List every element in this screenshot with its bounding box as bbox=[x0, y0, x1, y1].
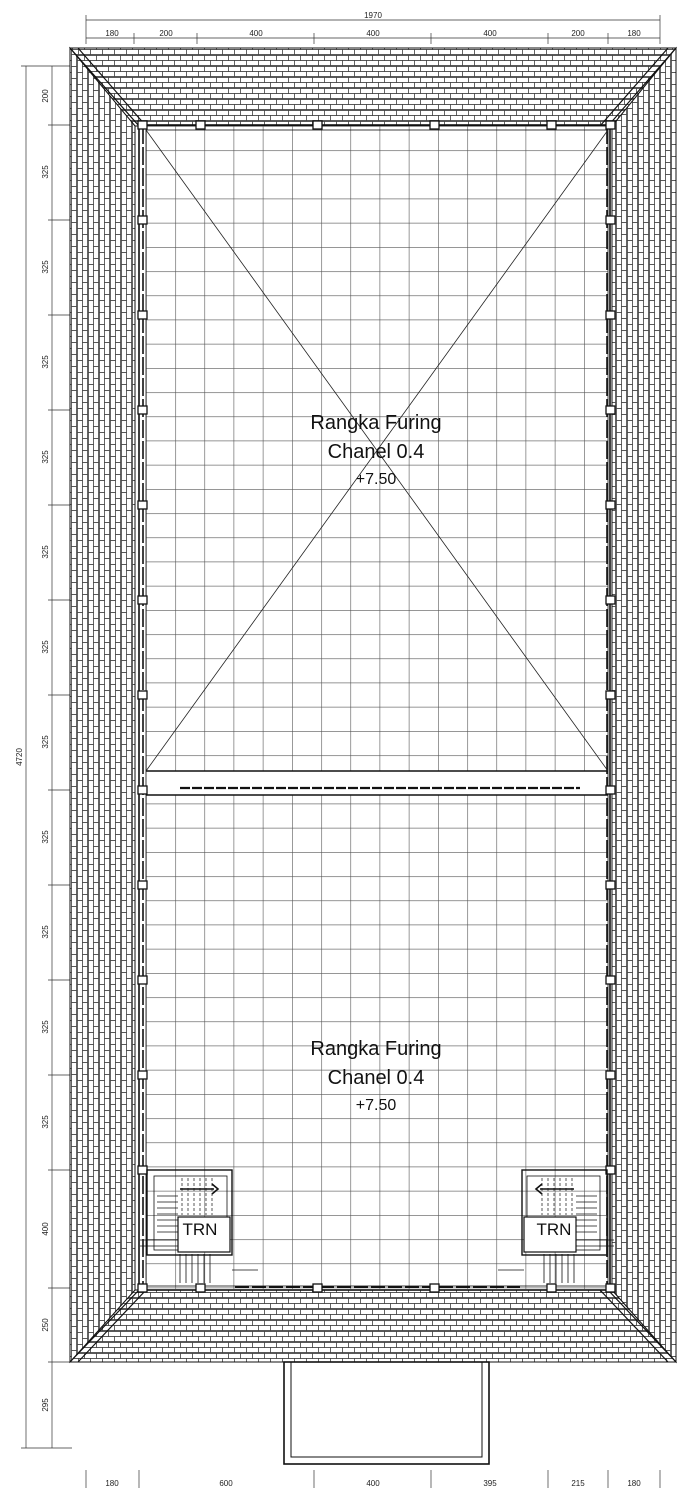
room-upper-elevation: +7.50 bbox=[356, 471, 397, 488]
roof-bottom-slope bbox=[68, 1289, 678, 1363]
columns bbox=[137, 120, 616, 1293]
top-dimension-chain bbox=[85, 15, 661, 44]
roof-tiles bbox=[68, 46, 678, 1364]
left-dim-3: 325 bbox=[41, 260, 50, 274]
bottom-dim-5: 215 bbox=[571, 1479, 585, 1488]
left-dim-4: 325 bbox=[41, 355, 50, 369]
left-dim-8: 325 bbox=[41, 735, 50, 749]
stair-left bbox=[140, 1169, 233, 1283]
ceiling-grid-lower bbox=[146, 795, 608, 1289]
left-dim-14: 250 bbox=[41, 1318, 50, 1332]
left-dim-1: 200 bbox=[41, 89, 50, 103]
top-dim-3: 400 bbox=[249, 29, 263, 38]
stair-right-label: TRN bbox=[537, 1220, 572, 1239]
bottom-dim-1: 180 bbox=[105, 1479, 119, 1488]
room-upper-material: Chanel 0.4 bbox=[328, 441, 425, 463]
top-overall-dimension: 1970 bbox=[364, 11, 382, 20]
roof-top-slope bbox=[68, 47, 678, 127]
left-dim-9: 325 bbox=[41, 830, 50, 844]
bottom-dim-3: 400 bbox=[366, 1479, 380, 1488]
top-dimension-labels: 180 200 400 400 400 200 180 bbox=[105, 29, 641, 38]
room-lower-elevation: +7.50 bbox=[356, 1097, 397, 1114]
top-dim-7: 180 bbox=[627, 29, 641, 38]
roof-right-slope bbox=[611, 46, 677, 1364]
left-dim-6: 325 bbox=[41, 545, 50, 559]
roof-left-slope bbox=[69, 46, 136, 1364]
room-lower-material: Chanel 0.4 bbox=[328, 1067, 425, 1089]
left-dim-12: 325 bbox=[41, 1115, 50, 1129]
bottom-dim-2: 600 bbox=[219, 1479, 233, 1488]
left-dim-13: 400 bbox=[41, 1222, 50, 1236]
stair-right bbox=[232, 1169, 614, 1283]
top-dim-2: 200 bbox=[159, 29, 173, 38]
left-dimension-labels: 200 325 325 325 325 325 325 325 325 325 … bbox=[41, 89, 50, 1412]
top-dim-5: 400 bbox=[483, 29, 497, 38]
left-dim-15: 295 bbox=[41, 1398, 50, 1412]
left-dim-2: 325 bbox=[41, 165, 50, 179]
bottom-dimension-chain bbox=[85, 1470, 661, 1488]
left-dim-5: 325 bbox=[41, 450, 50, 464]
bottom-dim-6: 180 bbox=[627, 1479, 641, 1488]
left-dim-10: 325 bbox=[41, 925, 50, 939]
bottom-dimension-labels: 180 600 400 395 215 180 bbox=[105, 1479, 641, 1488]
top-dim-1: 180 bbox=[105, 29, 119, 38]
stair-left-label: TRN bbox=[183, 1220, 218, 1239]
porch-canopy bbox=[283, 1361, 490, 1465]
room-lower-name: Rangka Furing bbox=[310, 1038, 441, 1060]
bottom-dim-4: 395 bbox=[483, 1479, 497, 1488]
top-dim-4: 400 bbox=[366, 29, 380, 38]
left-overall-dimension: 4720 bbox=[15, 748, 24, 766]
room-upper-name: Rangka Furing bbox=[310, 412, 441, 434]
left-dim-7: 325 bbox=[41, 640, 50, 654]
left-dim-11: 325 bbox=[41, 1020, 50, 1034]
left-dimension-chain bbox=[21, 65, 72, 1449]
room-diagonals bbox=[145, 129, 609, 772]
top-dim-6: 200 bbox=[571, 29, 585, 38]
ceiling-outline bbox=[138, 124, 611, 1291]
